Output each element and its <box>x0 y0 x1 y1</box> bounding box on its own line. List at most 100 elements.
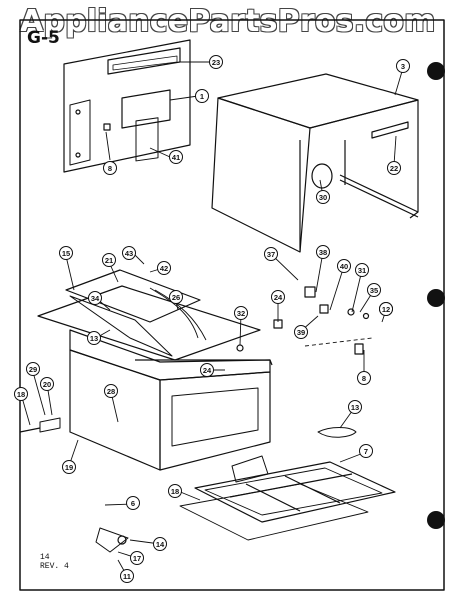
callout-circle <box>357 371 371 385</box>
binder-hole <box>427 511 445 529</box>
callout-circle <box>234 306 248 320</box>
callout-43: 43 <box>122 246 136 260</box>
diagram-code: G-5 <box>27 28 60 48</box>
callout-number: 35 <box>370 286 378 295</box>
callout-38: 38 <box>316 245 330 259</box>
callout-circle <box>168 484 182 498</box>
callout-circle <box>264 247 278 261</box>
callout-circle <box>126 496 140 510</box>
callout-number: 38 <box>319 248 327 257</box>
callout-14: 14 <box>153 537 167 551</box>
callout-circle <box>169 290 183 304</box>
control-panel <box>63 39 191 173</box>
callout-number: 6 <box>131 499 135 508</box>
callout-number: 18 <box>17 390 25 399</box>
callout-circle <box>359 444 373 458</box>
callout-7: 7 <box>359 444 373 458</box>
page-footer: 14 REV. 4 <box>40 553 69 571</box>
hardware-parts <box>19 286 370 433</box>
callout-40: 40 <box>337 259 351 273</box>
callout-number: 20 <box>43 380 51 389</box>
callout-number: 22 <box>390 164 398 173</box>
callout-number: 31 <box>358 266 366 275</box>
callout-number: 14 <box>156 540 165 549</box>
callout-number: 40 <box>340 262 348 271</box>
callout-number: 8 <box>108 164 112 173</box>
callout-circle <box>153 537 167 551</box>
callout-35: 35 <box>367 283 381 297</box>
filter-rack <box>179 455 396 541</box>
cavity <box>69 329 373 471</box>
callout-13: 13 <box>87 331 101 345</box>
callout-number: 24 <box>274 293 283 302</box>
callout-41: 41 <box>169 150 183 164</box>
callout-19: 19 <box>62 460 76 474</box>
callout-circle <box>316 245 330 259</box>
callout-number: 13 <box>351 403 359 412</box>
callout-12: 12 <box>379 302 393 316</box>
callout-15: 15 <box>59 246 73 260</box>
callout-number: 13 <box>90 334 98 343</box>
callout-number: 21 <box>105 256 113 265</box>
callout-22: 22 <box>387 161 401 175</box>
callout-circle <box>103 161 117 175</box>
drawing-border <box>19 19 445 591</box>
callout-layer: 2313841223015432142263413243237384031351… <box>14 55 410 583</box>
callout-number: 30 <box>319 193 327 202</box>
revision-label: REV. 4 <box>40 562 69 571</box>
callout-circle <box>271 290 285 304</box>
callout-number: 34 <box>91 294 100 303</box>
callout-circle <box>387 161 401 175</box>
callout-number: 19 <box>65 463 73 472</box>
callout-circle <box>14 387 28 401</box>
callout-13: 13 <box>348 400 362 414</box>
callout-number: 23 <box>212 58 220 67</box>
callout-11: 11 <box>120 569 134 583</box>
callout-number: 37 <box>267 250 275 259</box>
callout-circle <box>200 363 214 377</box>
callout-20: 20 <box>40 377 54 391</box>
callout-number: 11 <box>123 572 131 581</box>
callout-circle <box>104 384 118 398</box>
callout-circle <box>195 89 209 103</box>
callout-circle <box>337 259 351 273</box>
callout-39: 39 <box>294 325 308 339</box>
callout-18: 18 <box>168 484 182 498</box>
callout-number: 39 <box>297 328 305 337</box>
callout-circle <box>102 253 116 267</box>
callout-29: 29 <box>26 362 40 376</box>
callout-circle <box>59 246 73 260</box>
callout-circle <box>88 291 102 305</box>
callout-8: 8 <box>357 371 371 385</box>
callout-circle <box>209 55 223 69</box>
binder-hole <box>427 289 445 307</box>
outer-cabinet <box>211 73 419 253</box>
binder-hole <box>427 62 445 80</box>
callout-circle <box>87 331 101 345</box>
callout-18: 18 <box>14 387 28 401</box>
callout-24: 24 <box>271 290 285 304</box>
callout-number: 17 <box>133 554 141 563</box>
callout-circle <box>379 302 393 316</box>
callout-circle <box>396 59 410 73</box>
callout-circle <box>120 569 134 583</box>
callout-number: 42 <box>160 264 168 273</box>
callout-circle <box>348 400 362 414</box>
callout-24: 24 <box>200 363 214 377</box>
callout-circle <box>40 377 54 391</box>
page-number: 14 <box>40 553 50 562</box>
callout-circle <box>169 150 183 164</box>
callout-42: 42 <box>157 261 171 275</box>
callout-23: 23 <box>209 55 223 69</box>
callout-circle <box>367 283 381 297</box>
callout-3: 3 <box>396 59 410 73</box>
callout-number: 3 <box>401 62 405 71</box>
callout-number: 26 <box>172 293 180 302</box>
callout-number: 28 <box>107 387 115 396</box>
callout-26: 26 <box>169 290 183 304</box>
watermark: AppliancePartsPros.com <box>20 4 436 39</box>
callout-number: 43 <box>125 249 133 258</box>
callout-number: 8 <box>362 374 366 383</box>
callout-number: 18 <box>171 487 179 496</box>
